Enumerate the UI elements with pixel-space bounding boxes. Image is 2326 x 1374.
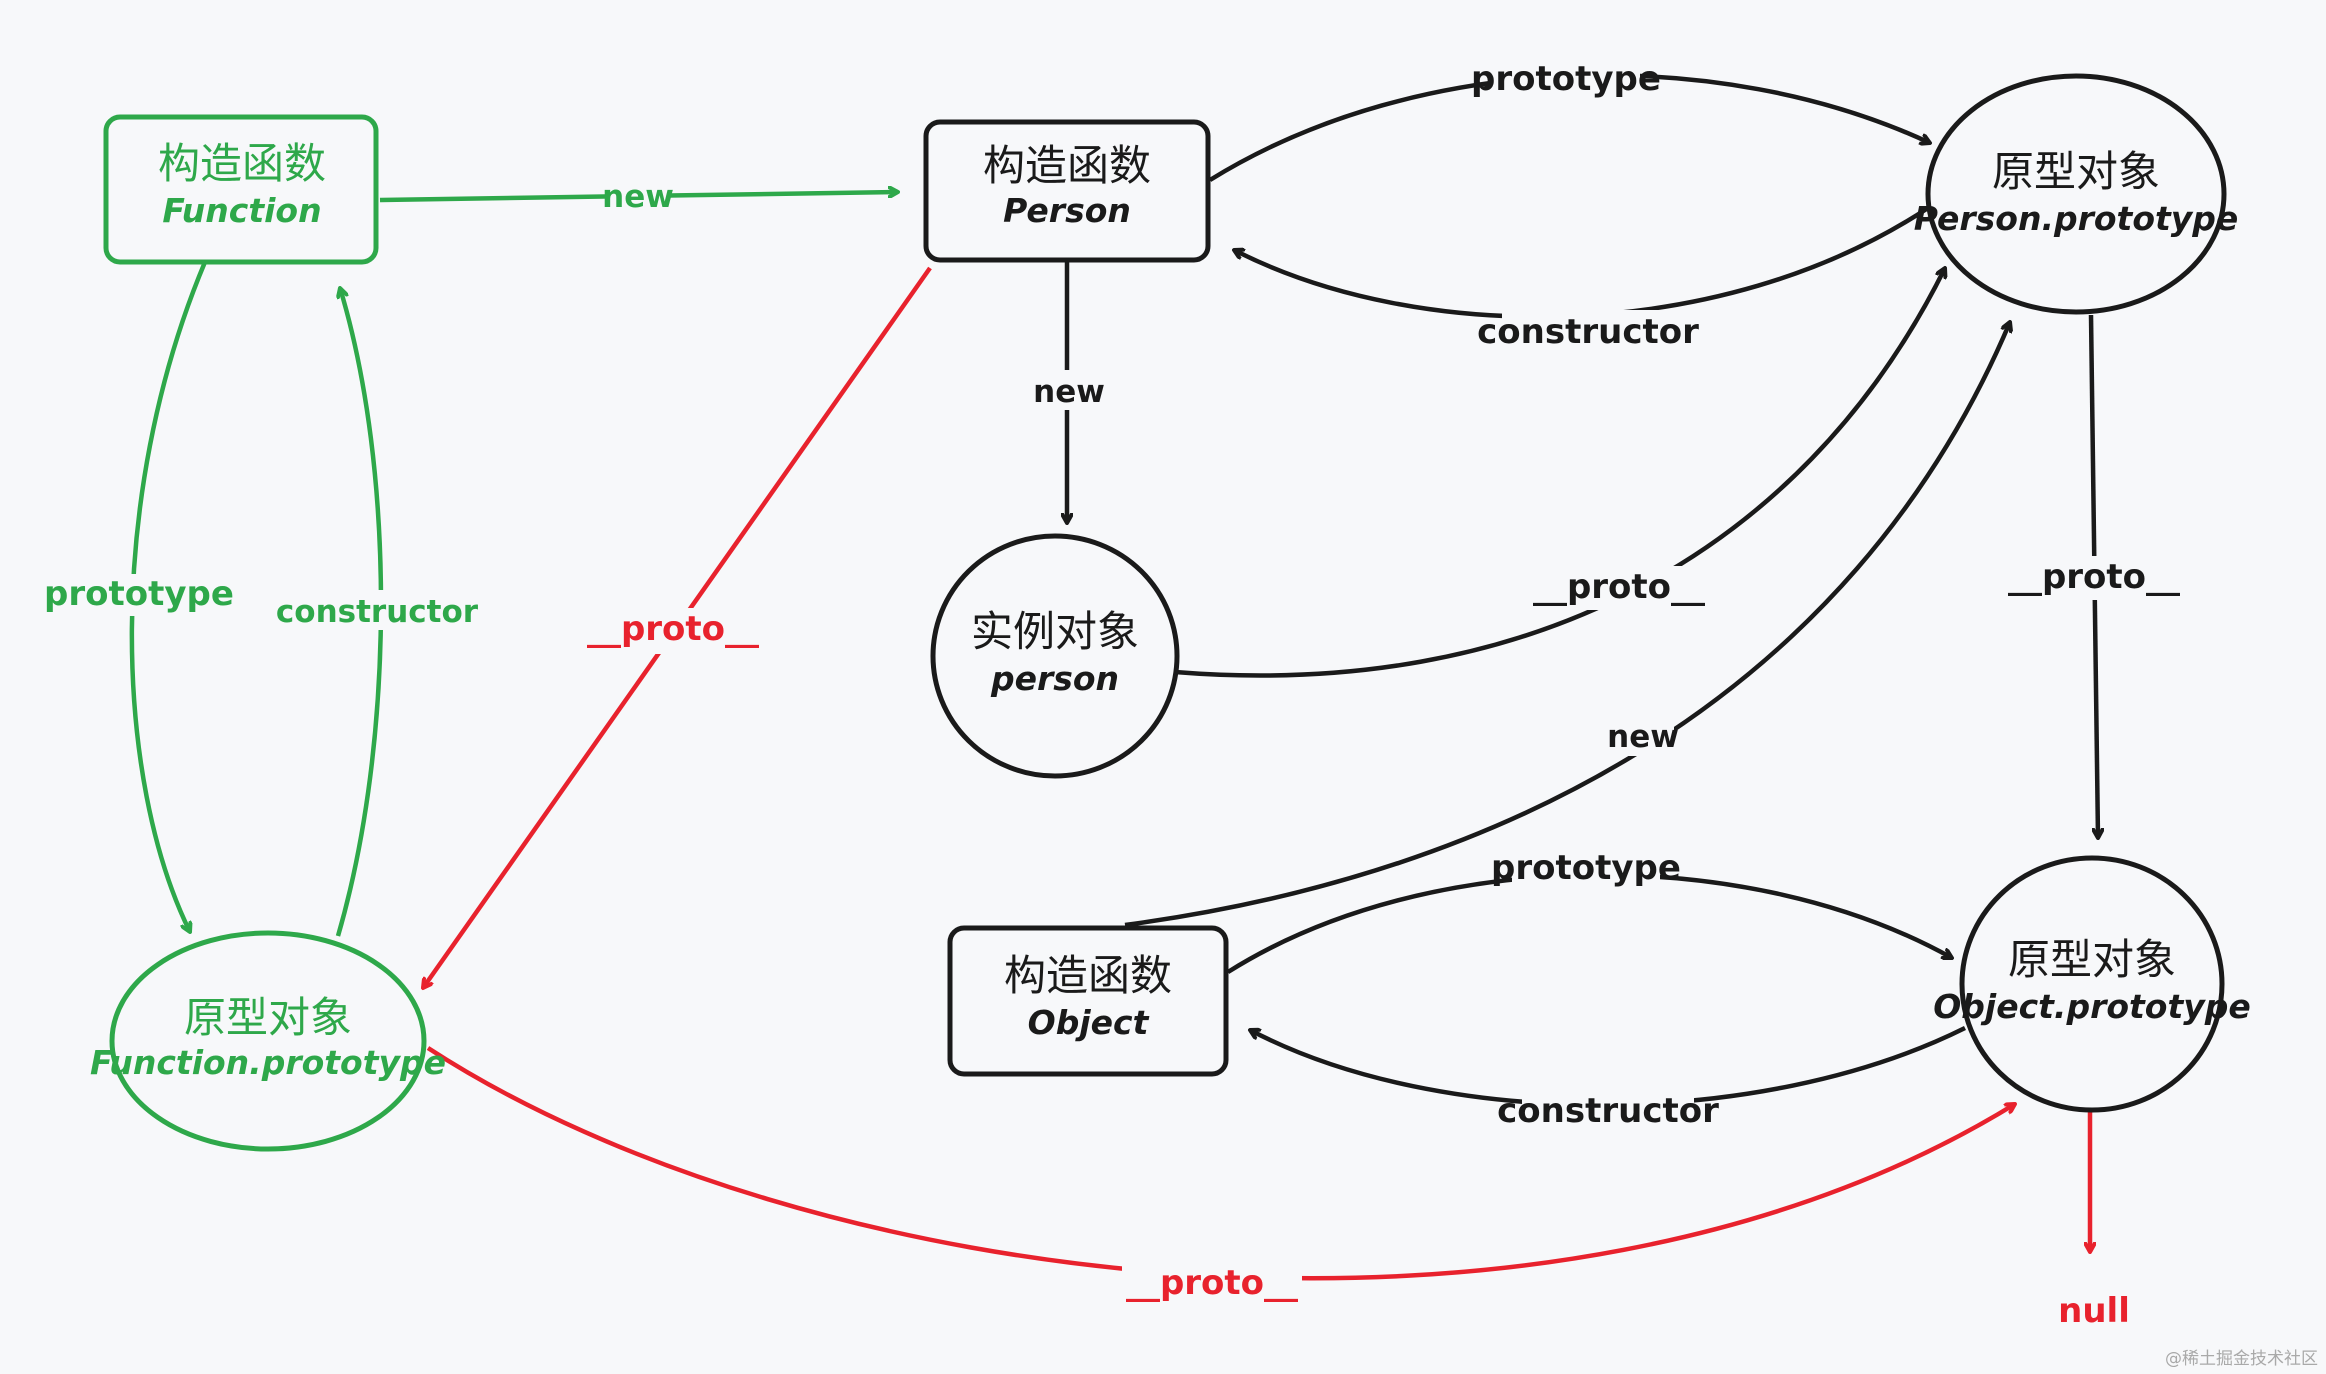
edge-label-person-instance-proto: __proto__ — [1530, 566, 1708, 610]
edge-label-text: __proto__ — [1533, 567, 1705, 607]
edge-label-text: __proto__ — [587, 609, 759, 649]
edge-person-constructor — [1234, 206, 1930, 319]
node-subtitle: Person.prototype — [1914, 199, 2239, 238]
node-function-constructor: 构造函数 Function — [103, 114, 379, 265]
node-function-prototype: 原型对象 Function.prototype — [90, 930, 446, 1152]
node-null: null — [2058, 1291, 2130, 1331]
node-subtitle: Function.prototype — [90, 1043, 446, 1082]
node-title: 构造函数 — [158, 139, 326, 188]
edge-function-prototype — [129, 261, 208, 932]
node-title: 原型对象 — [1992, 147, 2160, 196]
edge-label-text: prototype — [44, 574, 234, 614]
edge-object-new — [1124, 322, 2010, 928]
edge-label-function-new: new — [602, 176, 674, 215]
node-subtitle: Object.prototype — [1933, 987, 2251, 1026]
node-title: 构造函数 — [983, 141, 1151, 190]
node-title: 原型对象 — [184, 993, 352, 1042]
edge-label-text: new — [1607, 719, 1679, 755]
edge-label-function-prototype: prototype — [44, 574, 234, 616]
node-person-prototype: 原型对象 Person.prototype — [1914, 73, 2239, 315]
edge-label-person-constructor: constructor — [1477, 310, 1699, 352]
node-subtitle: person — [990, 659, 1119, 698]
edge-label-text: new — [602, 179, 674, 215]
node-title: 实例对象 — [971, 607, 1139, 656]
node-person-instance: 实例对象 person — [930, 533, 1180, 779]
node-title: 原型对象 — [2008, 935, 2176, 984]
node-person-constructor: 构造函数 Person — [923, 119, 1211, 263]
edge-label-text: constructor — [1477, 312, 1699, 352]
edge-label-text: prototype — [1471, 59, 1661, 99]
edge-label-text: constructor — [276, 594, 479, 630]
edge-function-proto-proto — [426, 1046, 2015, 1281]
edge-label-text: __proto__ — [1126, 1263, 1298, 1303]
node-object-constructor: 构造函数 Object — [947, 925, 1229, 1077]
edge-label-object-new: new — [1607, 716, 1679, 756]
edge-label-person-new: new — [1033, 370, 1105, 410]
edge-label-function-constructor: constructor — [276, 590, 479, 630]
node-subtitle: Function — [162, 191, 321, 230]
edge-label-person-proto-proto: __proto__ — [2006, 556, 2182, 600]
edge-label-function-proto-proto: __proto__ — [1122, 1262, 1302, 1308]
node-object-prototype: 原型对象 Object.prototype — [1933, 855, 2251, 1113]
node-title: 构造函数 — [1004, 951, 1172, 1000]
edge-label-text: prototype — [1491, 848, 1681, 888]
node-subtitle: Person — [1003, 191, 1131, 230]
edge-label-person-prototype: prototype — [1471, 58, 1661, 100]
watermark: @稀土掘金技术社区 — [2165, 1349, 2318, 1369]
edge-label-text: constructor — [1497, 1091, 1719, 1131]
edge-label-object-constructor: constructor — [1497, 1090, 1719, 1132]
edge-label-text: new — [1033, 374, 1105, 410]
node-subtitle: Object — [1028, 1003, 1150, 1042]
edge-label-object-prototype: prototype — [1491, 848, 1681, 890]
edge-label-person-ctor-proto: __proto__ — [584, 608, 762, 654]
edge-label-text: __proto__ — [2008, 557, 2180, 597]
